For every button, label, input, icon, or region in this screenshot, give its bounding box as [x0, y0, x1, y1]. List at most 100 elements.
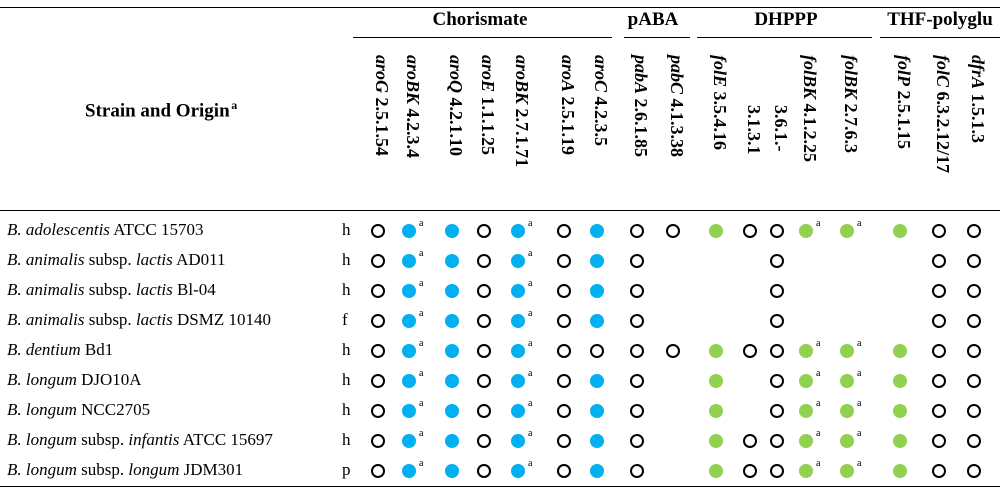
open-circle-marker — [371, 224, 385, 238]
strain-species: adolescentis — [25, 220, 110, 239]
origin-code: h — [342, 430, 351, 449]
strain-name: B. longum subsp. infantis ATCC 15697 — [7, 430, 273, 450]
footnote-marker: a — [528, 248, 533, 259]
strain-origin-header: Strain and Origin a — [85, 98, 237, 122]
open-circle-marker — [371, 314, 385, 328]
footnote-marker: a — [528, 458, 533, 469]
open-circle-marker — [932, 254, 946, 268]
blue-filled-marker — [511, 344, 525, 358]
open-circle-marker — [477, 284, 491, 298]
column-header: aroBK 4.2.3.4 — [397, 37, 425, 207]
open-circle-marker — [630, 284, 644, 298]
open-circle-marker — [770, 344, 784, 358]
ec-number: 1.1.1.25 — [478, 96, 498, 156]
column-header-text: aroE 1.1.1.25 — [477, 55, 498, 155]
group-header-dhppp: DHPPP — [754, 9, 818, 30]
open-circle-marker — [743, 344, 757, 358]
green-filled-marker — [840, 404, 854, 418]
strain-subsp-label: subsp. — [81, 430, 125, 449]
blue-filled-marker — [445, 374, 459, 388]
ec-number: 1.5.1.3 — [968, 93, 988, 144]
strain-name: B. dentium Bd1 — [7, 340, 113, 360]
ec-number: 2.7.1.71 — [512, 108, 532, 168]
strain-species: longum — [25, 370, 77, 389]
footnote-marker: a — [528, 398, 533, 409]
group-header-thf-polyglu: THF-polyglu — [887, 9, 993, 30]
gene-name: pabA — [631, 55, 651, 95]
blue-filled-marker — [402, 404, 416, 418]
table-header-rule — [0, 210, 1000, 211]
gene-name: folBK — [841, 55, 861, 100]
open-circle-marker — [932, 374, 946, 388]
gene-name: aroBK — [403, 55, 423, 105]
column-header-text: aroBK 2.7.1.71 — [511, 55, 532, 167]
strain-species: animalis — [25, 250, 85, 269]
open-circle-marker — [371, 344, 385, 358]
strain-species: animalis — [25, 310, 85, 329]
footnote-marker: a — [816, 368, 821, 379]
blue-filled-marker — [445, 404, 459, 418]
blue-filled-marker — [445, 344, 459, 358]
column-header-text: aroQ 4.2.1.10 — [445, 55, 466, 156]
column-header-text: folBK 2.7.6.3 — [840, 55, 861, 153]
strain-strain: Bd1 — [84, 340, 114, 359]
green-filled-marker — [840, 464, 854, 478]
open-circle-marker — [630, 404, 644, 418]
open-circle-marker — [557, 344, 571, 358]
strain-genus: B. — [7, 280, 22, 299]
column-header-text: pabA 2.6.1.85 — [630, 55, 651, 157]
strain-genus: B. — [7, 220, 22, 239]
blue-filled-marker — [402, 314, 416, 328]
column-header-text: dfrA 1.5.1.3 — [967, 55, 988, 143]
strain-genus: B. — [7, 400, 22, 419]
open-circle-marker — [371, 254, 385, 268]
green-filled-marker — [893, 344, 907, 358]
table-bottom-rule — [0, 486, 1000, 487]
strain-strain: DJO10A — [81, 370, 142, 389]
open-circle-marker — [967, 464, 981, 478]
open-circle-marker — [630, 464, 644, 478]
strain-genus: B. — [7, 340, 22, 359]
gene-name: aroC — [591, 55, 611, 93]
blue-filled-marker — [590, 434, 604, 448]
open-circle-marker — [932, 284, 946, 298]
blue-filled-marker — [402, 344, 416, 358]
open-circle-marker — [630, 344, 644, 358]
gene-name: folC — [933, 55, 953, 88]
column-header-text: aroBK 4.2.3.4 — [402, 55, 423, 158]
footnote-marker: a — [857, 218, 862, 229]
ec-number: 4.2.1.10 — [446, 97, 466, 157]
blue-filled-marker — [590, 464, 604, 478]
footnote-marker: a — [419, 428, 424, 439]
strain-origin-label: Strain and Origin — [85, 100, 230, 122]
ec-number: 6.3.2.12/17 — [933, 91, 953, 174]
open-circle-marker — [932, 404, 946, 418]
open-circle-marker — [477, 314, 491, 328]
ec-number: 2.5.1.15 — [894, 90, 914, 150]
column-header: folBK 4.1.2.25 — [794, 37, 822, 207]
strain-strain: Bl-04 — [177, 280, 216, 299]
column-header: aroBK 2.7.1.71 — [506, 37, 534, 207]
column-header-text: 3.6.1.- — [770, 105, 791, 152]
footnote-marker: a — [816, 338, 821, 349]
open-circle-marker — [770, 314, 784, 328]
open-circle-marker — [557, 284, 571, 298]
footnote-marker: a — [816, 398, 821, 409]
origin-code: f — [342, 310, 348, 329]
gene-name: aroG — [372, 55, 392, 94]
strain-genus: B. — [7, 430, 22, 449]
green-filled-marker — [709, 434, 723, 448]
table-top-rule — [0, 7, 1000, 8]
column-header: folP 2.5.1.15 — [888, 37, 916, 207]
blue-filled-marker — [511, 314, 525, 328]
footnote-marker: a — [419, 308, 424, 319]
footnote-marker: a — [419, 368, 424, 379]
blue-filled-marker — [445, 254, 459, 268]
open-circle-marker — [371, 434, 385, 448]
open-circle-marker — [666, 224, 680, 238]
open-circle-marker — [477, 374, 491, 388]
